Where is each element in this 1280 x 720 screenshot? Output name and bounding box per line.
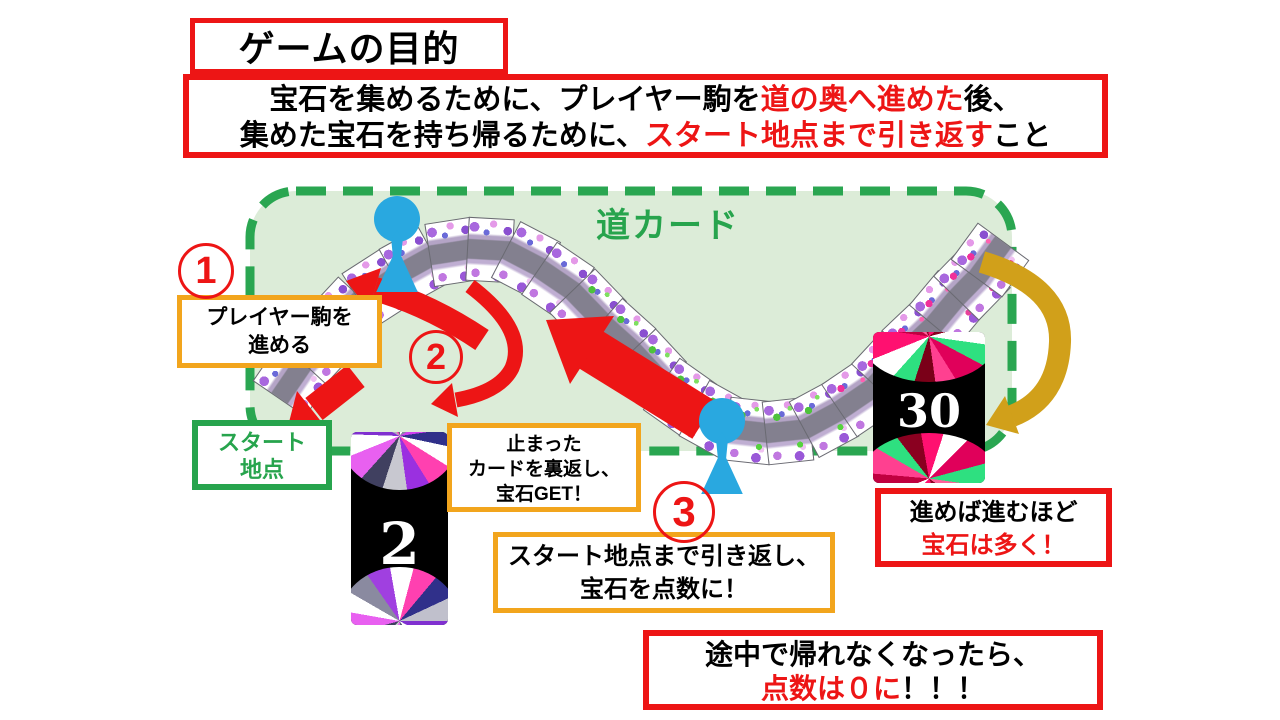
reward-line1: 進めば進むほど <box>909 499 1078 526</box>
step2-line2: カードを裏返し、 <box>467 459 620 480</box>
treasure-card-2-value: 2 <box>379 510 420 578</box>
step-number-2: 2 <box>409 330 463 384</box>
step-number-1: 1 <box>178 243 234 299</box>
step2-label-box: 止まった カードを裏返し、 宝石GET！ <box>447 423 641 512</box>
penalty-line2: 点数は０に！！！ <box>649 672 1097 706</box>
objective-line2-black2: こと <box>993 120 1052 152</box>
penalty-line2-red: 点数は０に <box>760 673 901 704</box>
pawn-body-icon <box>376 230 418 292</box>
step3-line2: 宝石を点数に！ <box>580 576 748 603</box>
penalty-line1: 途中で帰れなくなったら、 <box>704 639 1041 670</box>
treasure-card-30-value: 30 <box>896 384 961 438</box>
objective-line1-black: 宝石を集めるために、プレイヤー駒を <box>269 84 761 116</box>
gem-cluster-icon <box>873 332 985 382</box>
start-point-box: スタート 地点 <box>192 420 332 490</box>
start-point-line1: スタート <box>217 430 306 455</box>
page-title: ゲームの目的 <box>190 18 508 74</box>
pawn-body-icon <box>701 432 743 494</box>
objective-line2-black: 集めた宝石を持ち帰るために、 <box>239 120 646 152</box>
treasure-card-2: 2 <box>351 432 448 625</box>
step3-line1: スタート地点まで引き返し、 <box>508 543 820 570</box>
reward-note-box: 進めば進むほど 宝石は多く！ <box>875 488 1112 567</box>
reward-line2: 宝石は多く！ <box>921 532 1066 559</box>
penalty-line2-black: ！！！ <box>901 673 986 704</box>
objective-line2-red: スタート地点まで引き返す <box>645 120 994 152</box>
road-card-zone-label: 道カード <box>596 207 740 245</box>
objective-line1-red: 道の奥へ進めた <box>760 84 964 116</box>
start-point-line2: 地点 <box>239 457 284 482</box>
gem-cluster-icon <box>351 567 448 625</box>
step2-line3: 宝石GET！ <box>495 484 593 505</box>
treasure-card-30: 30 <box>873 332 985 483</box>
penalty-note-box: 途中で帰れなくなったら、 点数は０に！！！ <box>643 630 1103 710</box>
step1-line2: 進める <box>248 334 311 357</box>
step-number-3: 3 <box>653 481 715 543</box>
objective-text: 宝石を集めるために、プレイヤー駒を道の奥へ進めた後、 集めた宝石を持ち帰るために… <box>183 74 1108 158</box>
step2-line1: 止まった <box>506 434 582 455</box>
objective-line2: 集めた宝石を持ち帰るために、スタート地点まで引き返すこと <box>189 118 1102 154</box>
step1-line1: プレイヤー駒を <box>206 306 353 329</box>
step1-label-box: プレイヤー駒を 進める <box>177 295 382 368</box>
gem-cluster-icon <box>873 433 985 483</box>
objective-line1: 宝石を集めるために、プレイヤー駒を道の奥へ進めた後、 <box>189 82 1102 118</box>
step3-label-box: スタート地点まで引き返し、 宝石を点数に！ <box>493 532 835 613</box>
player-pawn-top <box>371 196 423 292</box>
gem-cluster-icon <box>351 432 448 490</box>
player-pawn-bottom <box>696 398 748 494</box>
objective-line1-black2: 後、 <box>963 84 1022 116</box>
